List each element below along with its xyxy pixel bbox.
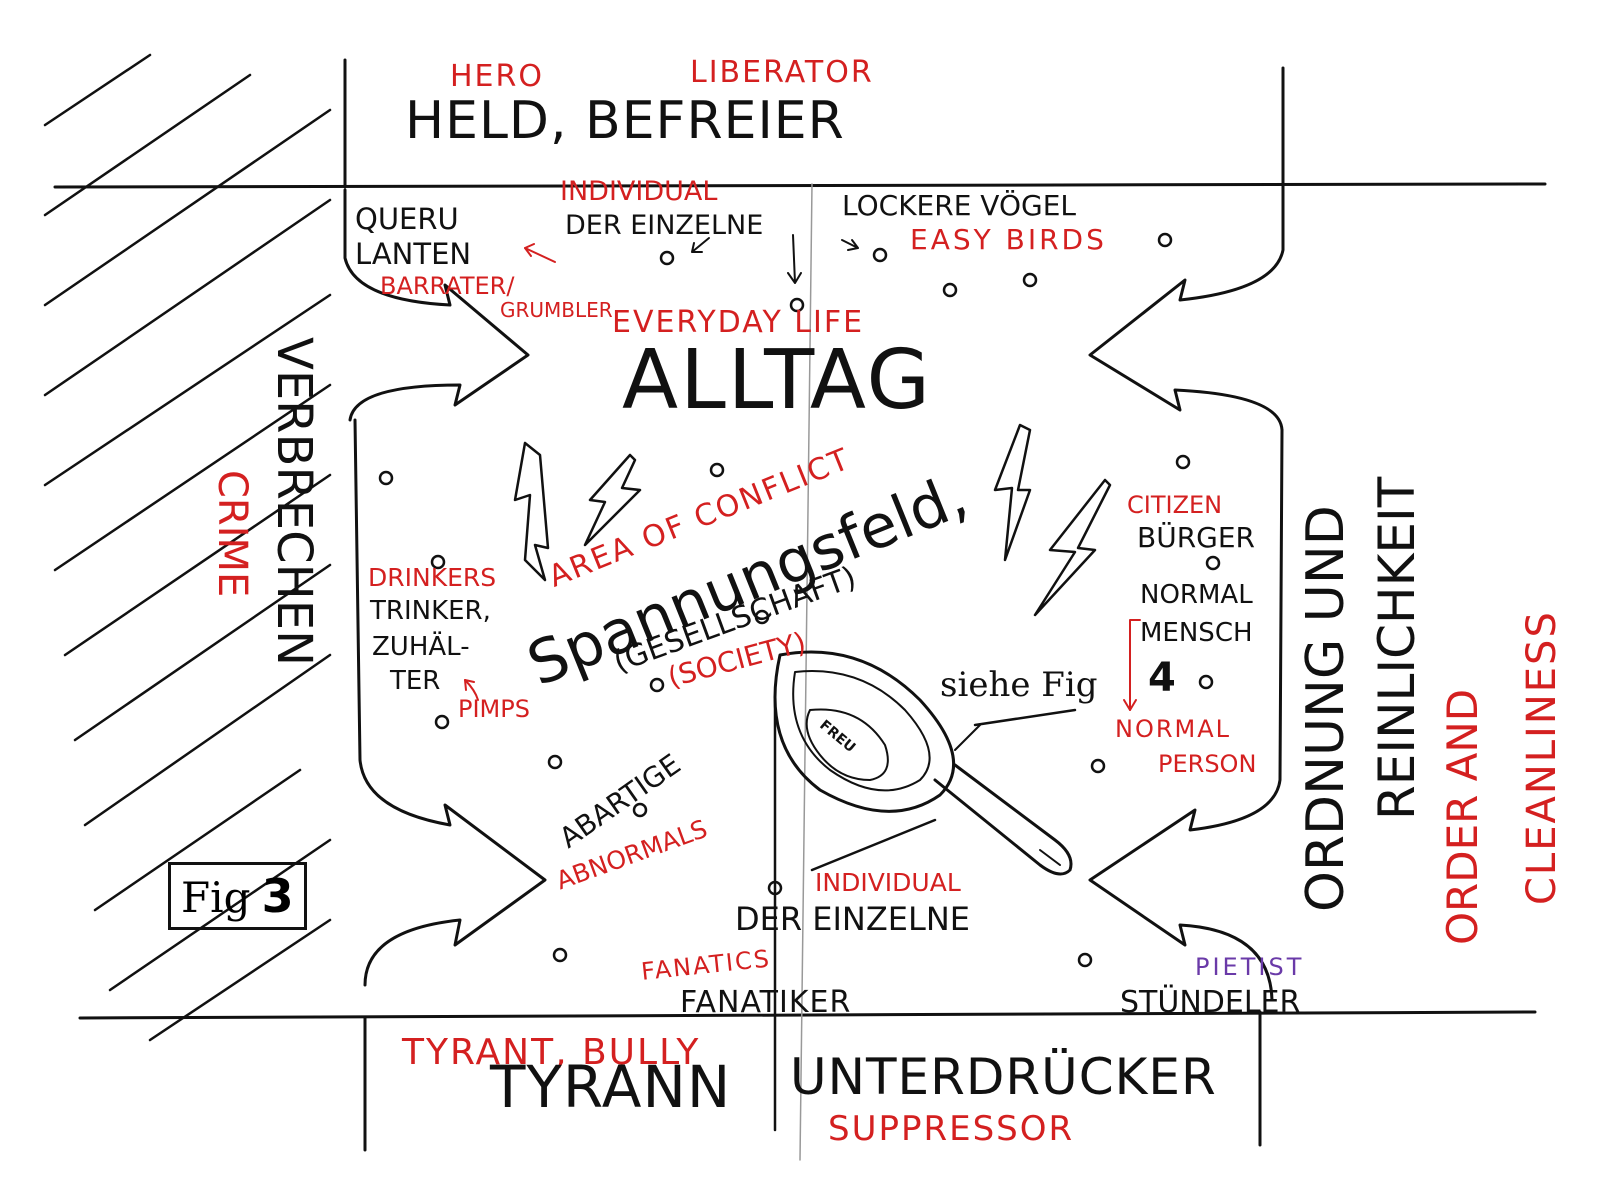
grumbler-label: GRUMBLER: [500, 298, 613, 322]
querulanten-line2: LANTEN: [355, 237, 472, 271]
fig4-number: 4: [1148, 655, 1176, 701]
fanatiker-label: FANATIKER: [680, 985, 852, 1020]
tyrann-label: TYRANN: [490, 1053, 732, 1121]
buerger-label: BÜRGER: [1137, 521, 1256, 554]
trinker-line2: ZUHÄL-: [372, 632, 470, 662]
figure-label: Fig: [181, 873, 251, 922]
verbrechen-label: VERBRECHEN: [266, 337, 322, 666]
einzelne-bottom-label: DER EINZELNE: [735, 900, 970, 938]
lockere-voegel-label: LOCKERE VÖGEL: [842, 189, 1076, 222]
normal-person-line2: PERSON: [1158, 750, 1257, 778]
individual-bottom-label: INDIVIDUAL: [815, 868, 961, 897]
figure-number: 3: [261, 869, 294, 923]
reinlichkeit-label: REINLICHKEIT: [1368, 476, 1426, 820]
liberator-label: LIBERATOR: [690, 55, 874, 90]
tyrant-bully-label: TYRANT, BULLY: [402, 1032, 701, 1073]
suppressor-label: SUPPRESSOR: [828, 1109, 1075, 1149]
trinker-line1: TRINKER,: [370, 596, 491, 626]
hatching: [43, 53, 332, 1042]
crime-label: CRIME: [209, 470, 255, 598]
pimps-label: PIMPS: [458, 695, 530, 723]
stuendeler-label: STÜNDELER: [1120, 985, 1301, 1020]
held-befreier-label: HELD, BEFREIER: [405, 91, 845, 151]
barrater-label: BARRATER/: [380, 272, 515, 300]
magnifying-glass-drawing: [773, 650, 1077, 1132]
order-and-label: ORDER AND: [1438, 688, 1487, 945]
trinker-line3: TER: [390, 666, 441, 696]
drinkers-label: DRINKERS: [368, 563, 497, 592]
citizen-label: CITIZEN: [1127, 491, 1223, 519]
individual-top-label: INDIVIDUAL: [560, 176, 718, 207]
einzelne-top-label: DER EINZELNE: [565, 210, 764, 241]
easy-birds-label: EASY BIRDS: [910, 223, 1107, 256]
ordnung-und-label: ORDNUNG UND: [1296, 505, 1356, 912]
cleanliness-label: CLEANLINESS: [1519, 610, 1565, 905]
unterdruecker-label: UNTERDRÜCKER: [790, 1048, 1217, 1106]
everyday-life-label: EVERYDAY LIFE: [612, 305, 865, 340]
querulanten-line1: QUERU: [355, 202, 459, 236]
normal-person-line1: NORMAL: [1115, 715, 1232, 743]
alltag-label: ALLTAG: [622, 333, 933, 428]
pietist-label: PIETIST: [1195, 953, 1305, 981]
normal-mensch-line2: MENSCH: [1140, 618, 1253, 648]
siehe-fig-label: siehe Fig: [940, 665, 1098, 705]
hero-label: HERO: [450, 59, 544, 94]
figure-number-box: Fig 3: [168, 862, 307, 930]
normal-mensch-line1: NORMAL: [1140, 580, 1253, 610]
people-dots: [378, 232, 1221, 968]
